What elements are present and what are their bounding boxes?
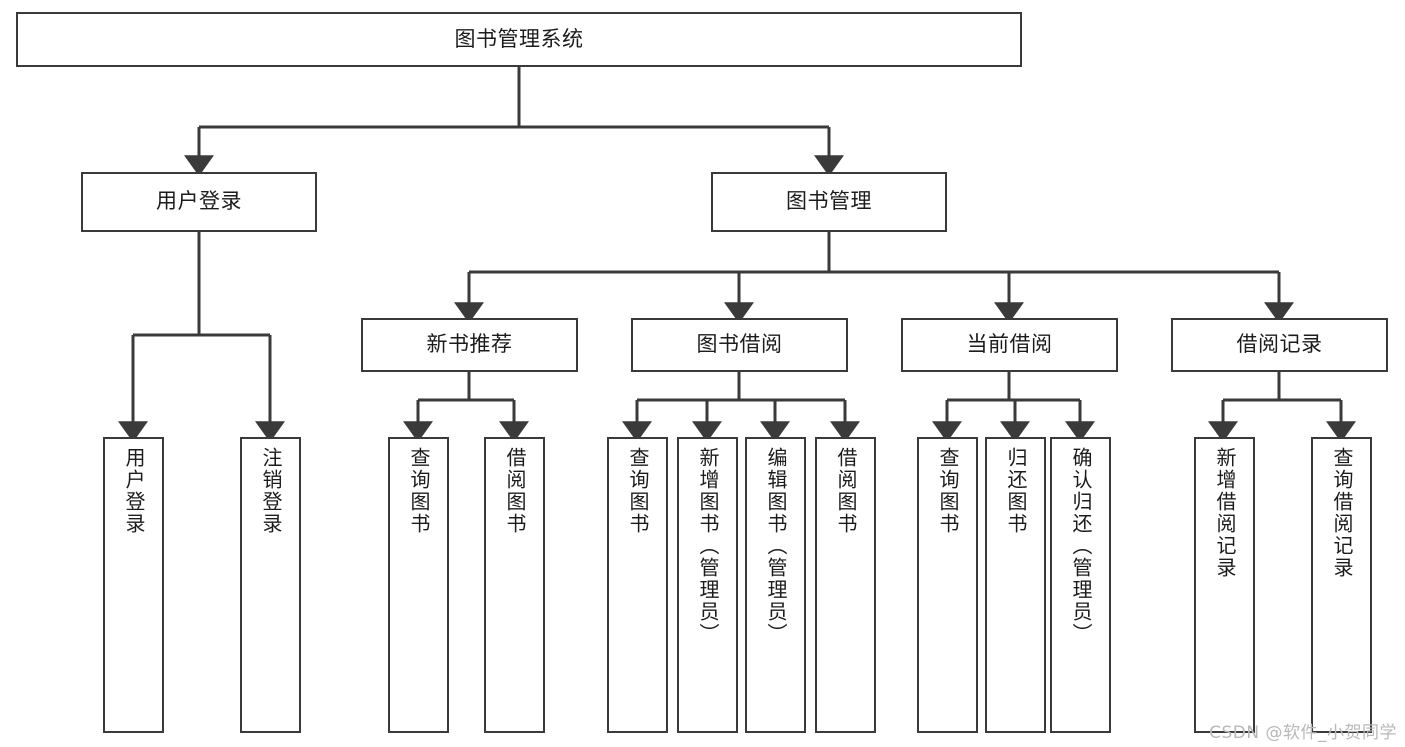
node-label: 借阅记录 <box>1236 332 1323 357</box>
node-label: 图书管理 <box>786 189 872 214</box>
node-label: 查询图书 <box>407 447 431 535</box>
node-label: 编辑图书（管理员） <box>764 447 788 645</box>
node-label: 注销登录 <box>259 447 283 535</box>
node-leaf-query-book-1[interactable]: 查询图书 <box>388 437 449 733</box>
node-user-login[interactable]: 用户登录 <box>81 172 317 232</box>
node-borrow-record[interactable]: 借阅记录 <box>1171 318 1388 372</box>
node-label: 查询借阅记录 <box>1330 447 1354 579</box>
node-leaf-confirm-return[interactable]: 确认归还（管理员） <box>1050 437 1111 733</box>
node-label: 查询图书 <box>936 447 960 535</box>
node-label: 用户登录 <box>156 189 242 214</box>
node-label: 借阅图书 <box>834 447 858 535</box>
node-leaf-query-book-2[interactable]: 查询图书 <box>607 437 668 733</box>
node-book-management[interactable]: 图书管理 <box>711 172 947 232</box>
node-label: 借阅图书 <box>503 447 527 535</box>
node-label: 图书借阅 <box>696 332 783 357</box>
node-label: 新增图书（管理员） <box>696 447 720 645</box>
node-leaf-query-borrow-record[interactable]: 查询借阅记录 <box>1311 437 1372 733</box>
node-leaf-user-login[interactable]: 用户登录 <box>103 437 164 733</box>
node-leaf-add-borrow-record[interactable]: 新增借阅记录 <box>1194 437 1255 733</box>
node-leaf-borrow-book-2[interactable]: 借阅图书 <box>815 437 876 733</box>
node-leaf-logout[interactable]: 注销登录 <box>240 437 301 733</box>
node-label: 当前借阅 <box>966 332 1053 357</box>
node-root-book-management-system[interactable]: 图书管理系统 <box>16 12 1022 67</box>
node-current-borrow[interactable]: 当前借阅 <box>901 318 1118 372</box>
node-label: 归还图书 <box>1004 447 1028 535</box>
node-book-borrow[interactable]: 图书借阅 <box>631 318 848 372</box>
csdn-watermark: CSDN @软件_小贺同学 <box>1209 723 1397 743</box>
node-label: 确认归还（管理员） <box>1069 447 1093 645</box>
node-leaf-return-book[interactable]: 归还图书 <box>985 437 1046 733</box>
node-label: 新书推荐 <box>426 332 513 357</box>
node-label: 图书管理系统 <box>454 26 584 51</box>
node-label: 新增借阅记录 <box>1213 447 1237 579</box>
node-leaf-borrow-book-1[interactable]: 借阅图书 <box>484 437 545 733</box>
node-leaf-query-book-3[interactable]: 查询图书 <box>917 437 978 733</box>
node-leaf-add-book[interactable]: 新增图书（管理员） <box>677 437 738 733</box>
node-new-book-recommendation[interactable]: 新书推荐 <box>361 318 578 372</box>
node-label: 查询图书 <box>626 447 650 535</box>
node-leaf-edit-book[interactable]: 编辑图书（管理员） <box>745 437 806 733</box>
node-label: 用户登录 <box>122 447 146 535</box>
